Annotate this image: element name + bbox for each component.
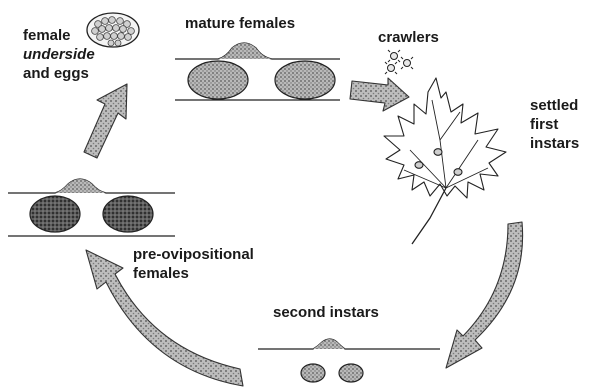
arrow-to-crawlers: [350, 78, 409, 111]
preovipositional-panel: [8, 179, 175, 236]
preovi-label-line1: pre-ovipositional: [133, 245, 254, 264]
settled-label-line3: instars: [530, 134, 579, 153]
mature-females-panel: [175, 43, 340, 100]
settled-label-line2: first: [530, 115, 579, 134]
female-label: female underside and eggs: [23, 26, 95, 83]
crawler-icons: [385, 50, 413, 74]
female-label-line3: and eggs: [23, 64, 95, 83]
preovipositional-label: pre-ovipositional females: [133, 245, 254, 283]
second-instars-label: second instars: [273, 303, 379, 322]
egg-cluster: [87, 13, 139, 47]
mature-females-label: mature females: [185, 14, 295, 33]
maple-leaf: [384, 78, 506, 244]
settled-label-line1: settled: [530, 96, 579, 115]
arrow-to-eggs: [84, 84, 127, 158]
female-label-line2: underside: [23, 45, 95, 64]
second-instars-panel: [258, 339, 440, 382]
female-label-line1: female: [23, 26, 95, 45]
arrow-to-second-instars: [446, 222, 523, 368]
settled-first-instars-label: settled first instars: [530, 96, 579, 153]
preovi-label-line2: females: [133, 264, 254, 283]
crawlers-label: crawlers: [378, 28, 439, 47]
